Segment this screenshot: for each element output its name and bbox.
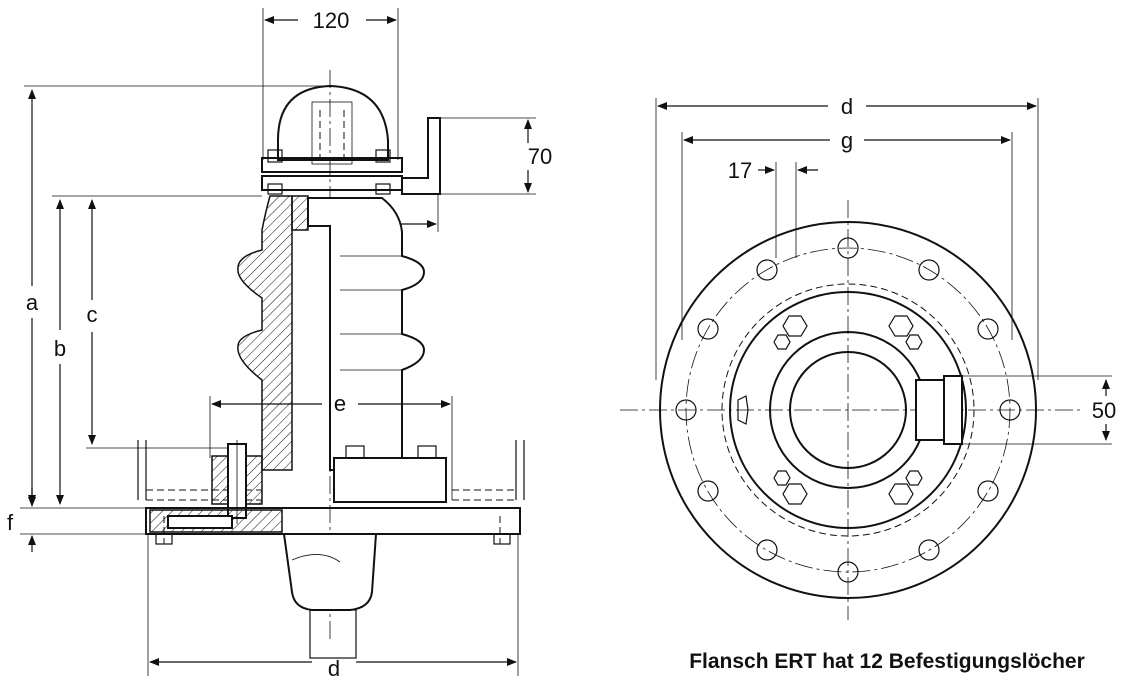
bolt-hole xyxy=(977,318,999,340)
hex-nut xyxy=(782,315,808,337)
dim-17-group: 17 xyxy=(728,158,818,258)
dim-a-label: a xyxy=(26,290,39,315)
bolt-hole xyxy=(918,259,940,281)
hex-nut xyxy=(737,395,749,425)
tank-walls xyxy=(137,440,525,501)
bolt-holes xyxy=(675,237,1021,583)
bolt-hole xyxy=(837,237,859,259)
dim-e-label: e xyxy=(334,391,346,416)
bolt-hole xyxy=(756,259,778,281)
dim-g-label: g xyxy=(841,128,853,153)
insulator-body xyxy=(237,195,426,471)
hex-nut xyxy=(888,315,914,337)
hex-nut xyxy=(773,470,791,486)
bolt-hole xyxy=(756,539,778,561)
bolt-hole xyxy=(837,561,859,583)
dim-e-group: e xyxy=(209,391,453,500)
flange xyxy=(145,507,521,545)
dim-f-label: f xyxy=(7,510,14,535)
dim-d-front-label: d xyxy=(841,94,853,119)
dim-70-label: 70 xyxy=(528,144,552,169)
caption: Flansch ERT hat 12 Befestigungslöcher xyxy=(689,650,1085,673)
dim-d-front-group: d xyxy=(655,94,1039,380)
bolt-hole xyxy=(675,399,697,421)
bottom-shank xyxy=(282,533,378,659)
hex-nuts xyxy=(737,315,923,505)
dim-120-label: 120 xyxy=(313,8,350,33)
front-view: d g 17 xyxy=(620,94,1116,620)
dim-d-side-label: d xyxy=(328,656,340,676)
hex-nut xyxy=(782,483,808,505)
hex-nut xyxy=(888,483,914,505)
hex-nut xyxy=(773,334,791,350)
bolt-hole xyxy=(999,399,1021,421)
dim-50-label: 50 xyxy=(1092,398,1116,423)
dim-g-group: g xyxy=(681,128,1013,340)
dim-vertical-group: a b c f xyxy=(7,85,330,552)
bolt-hole xyxy=(697,480,719,502)
dim-120-group: 120 xyxy=(262,8,399,160)
hex-nut xyxy=(905,470,923,486)
bolt-hole xyxy=(697,318,719,340)
dim-17-label: 17 xyxy=(728,158,752,183)
clamp-block xyxy=(211,440,447,524)
dim-b-label: b xyxy=(54,336,66,361)
hex-nut xyxy=(905,334,923,350)
bolt-hole xyxy=(977,480,999,502)
side-view: 120 70 85 xyxy=(7,8,552,676)
dim-d-side-group: d xyxy=(147,534,519,676)
bolt-hole xyxy=(918,539,940,561)
terminal-lug: 70 xyxy=(401,117,552,195)
side-port: 50 xyxy=(915,375,1116,445)
dim-c-label: c xyxy=(87,302,98,327)
